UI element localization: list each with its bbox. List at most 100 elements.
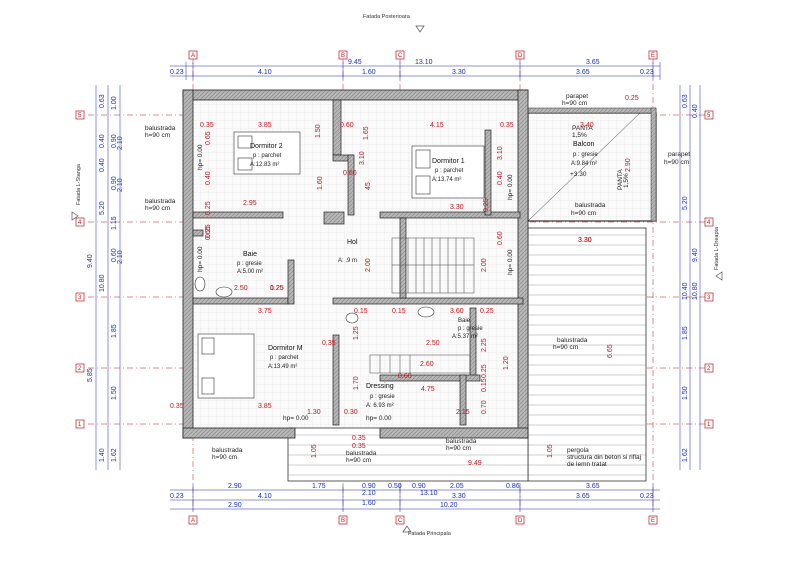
title-left: Fatada L-Stanga: [76, 163, 82, 205]
south-triangle-icon: [402, 525, 412, 533]
svg-text:3.10: 3.10: [497, 146, 504, 160]
svg-text:Dormitor M: Dormitor M: [268, 345, 303, 352]
svg-text:3.30: 3.30: [578, 237, 592, 244]
svg-text:10.20: 10.20: [440, 502, 458, 509]
staircase: [369, 237, 475, 374]
svg-text:5: 5: [707, 113, 711, 119]
svg-text:4: 4: [707, 220, 711, 226]
svg-text:2.90: 2.90: [228, 483, 242, 490]
svg-text:3.30: 3.30: [452, 69, 466, 76]
svg-text:2: 2: [707, 366, 711, 372]
svg-text:0.30: 0.30: [344, 409, 358, 416]
svg-text:9.45: 9.45: [348, 59, 362, 66]
svg-text:1.00: 1.00: [111, 96, 118, 110]
room-dressing: Dressing p : gresie A: 6.93 m²: [366, 383, 395, 409]
svg-text:h=90 cm: h=90 cm: [145, 132, 170, 139]
svg-text:0.25: 0.25: [483, 198, 490, 212]
svg-text:structura din beton si riflaj: structura din beton si riflaj: [567, 454, 641, 461]
svg-text:1.85: 1.85: [682, 326, 689, 340]
svg-text:balustrada: balustrada: [145, 198, 176, 205]
svg-text:0.63: 0.63: [682, 94, 689, 108]
svg-text:h=90 cm: h=90 cm: [145, 205, 170, 212]
svg-text:C: C: [398, 518, 403, 524]
svg-text:3: 3: [78, 295, 82, 301]
svg-text:4.10: 4.10: [258, 493, 272, 500]
svg-text:0.15: 0.15: [354, 308, 368, 315]
svg-text:p : gresie: p : gresie: [237, 261, 262, 267]
svg-text:1.25: 1.25: [353, 326, 360, 340]
svg-text:4.10: 4.10: [258, 69, 272, 76]
svg-text:hp= 0.00: hp= 0.00: [507, 174, 514, 200]
svg-text:p : gresie: p : gresie: [573, 152, 598, 158]
svg-text:3.75: 3.75: [258, 308, 272, 315]
svg-text:0.40: 0.40: [205, 171, 212, 185]
svg-text:A: A: [191, 53, 195, 59]
svg-text:Hol: Hol: [347, 239, 358, 246]
svg-text:A: A: [191, 518, 195, 524]
svg-text:1.05: 1.05: [547, 444, 554, 458]
svg-text:45: 45: [365, 182, 372, 190]
svg-text:0.35: 0.35: [170, 403, 184, 410]
svg-text:balustrada: balustrada: [446, 438, 477, 445]
svg-text:9.49: 9.49: [468, 460, 482, 467]
svg-text:0.90: 0.90: [111, 176, 118, 190]
svg-text:p : parchet: p : parchet: [270, 355, 299, 361]
svg-text:0.50: 0.50: [388, 483, 402, 490]
svg-text:2.90: 2.90: [228, 502, 242, 509]
interior-walls: [192, 99, 524, 426]
room-hol: Hol A: .9 m: [338, 239, 358, 264]
svg-text:1: 1: [707, 422, 711, 428]
svg-text:PANTA: PANTA: [572, 125, 593, 132]
svg-text:1.62: 1.62: [682, 448, 689, 462]
title-bottom: Fatada Principala: [408, 531, 452, 537]
axis-numbers-left: 5 4 3 2 1: [75, 110, 85, 429]
svg-text:de lemn tratat: de lemn tratat: [567, 461, 607, 468]
svg-text:balustrada: balustrada: [145, 125, 176, 132]
svg-text:hp= 0.00: hp= 0.00: [197, 144, 204, 170]
svg-text:0.60: 0.60: [340, 122, 354, 129]
svg-text:h=90 cm: h=90 cm: [664, 159, 689, 166]
svg-text:0.35: 0.35: [200, 122, 214, 129]
svg-text:0.25: 0.25: [625, 95, 639, 102]
svg-text:E: E: [651, 53, 655, 59]
svg-text:B: B: [341, 53, 345, 59]
svg-text:p : gresie: p : gresie: [370, 394, 395, 400]
svg-text:Dormitor 1: Dormitor 1: [432, 158, 465, 165]
svg-text:p : parchet: p : parchet: [253, 153, 282, 159]
title-top: Fatada Posterioara: [363, 14, 411, 20]
svg-text:3.60: 3.60: [450, 308, 464, 315]
svg-text:Dressing: Dressing: [366, 383, 394, 390]
svg-text:balustrada: balustrada: [212, 447, 243, 454]
svg-text:0.35: 0.35: [322, 340, 336, 347]
dimension-lines-top: [170, 62, 661, 80]
svg-text:PANTA: PANTA: [617, 169, 624, 190]
svg-text:h=90 cm: h=90 cm: [571, 210, 596, 217]
svg-text:hp= 0.00: hp= 0.00: [283, 415, 309, 422]
svg-text:Balcon: Balcon: [573, 141, 595, 148]
svg-text:p : gresie: p : gresie: [458, 326, 483, 332]
svg-text:2.00: 2.00: [481, 258, 488, 272]
svg-text:0.25: 0.25: [270, 285, 284, 292]
svg-text:0.60: 0.60: [398, 373, 412, 380]
svg-text:1.85: 1.85: [111, 324, 118, 338]
svg-text:4: 4: [78, 220, 82, 226]
svg-text:0.40: 0.40: [99, 158, 106, 172]
svg-text:2.25: 2.25: [481, 338, 488, 352]
svg-text:2.50: 2.50: [426, 340, 440, 347]
svg-text:Dormitor 2: Dormitor 2: [250, 143, 283, 150]
svg-text:0.90: 0.90: [412, 483, 426, 490]
svg-text:3.65: 3.65: [586, 483, 600, 490]
svg-text:balustrada: balustrada: [575, 202, 606, 209]
svg-text:parapet: parapet: [566, 93, 588, 100]
svg-text:0.25: 0.25: [481, 364, 488, 378]
sanitary-fixtures: [194, 276, 435, 324]
svg-text:2.10: 2.10: [117, 178, 124, 192]
north-triangle-icon: [415, 25, 425, 33]
svg-text:3.30: 3.30: [578, 237, 592, 244]
svg-text:parapet: parapet: [668, 151, 690, 158]
svg-text:h=90 cm: h=90 cm: [446, 445, 471, 452]
svg-text:A:5.37 m²: A:5.37 m²: [452, 334, 478, 340]
svg-text:10.80: 10.80: [99, 274, 106, 292]
axis-numbers-right: 5 4 3 2 1: [704, 110, 714, 429]
